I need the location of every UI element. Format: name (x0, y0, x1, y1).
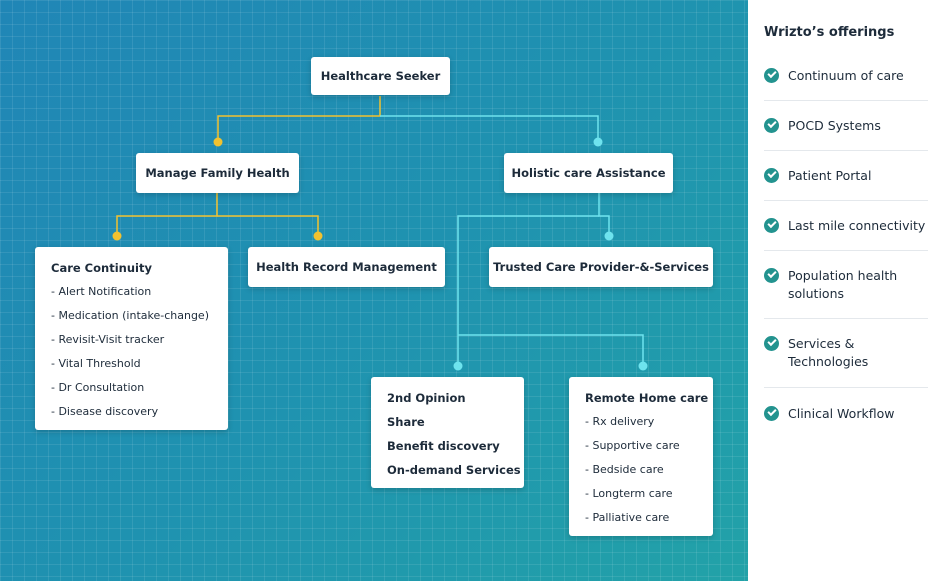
node-second-opinion: 2nd Opinion Share Benefit discovery On-d… (371, 377, 524, 488)
connector-root-to-holistic (380, 115, 599, 142)
connector-lines (112, 96, 648, 371)
offering-label: Population health solutions (788, 268, 898, 301)
list-item: - Vital Threshold (51, 357, 141, 370)
list-item: - Medication (intake-change) (51, 309, 209, 322)
check-circle-icon (764, 118, 779, 133)
offering-label: Services & Technologies (788, 336, 869, 369)
offering-label: POCD Systems (788, 118, 881, 133)
list-item: - Supportive care (585, 439, 680, 452)
offering-label: Patient Portal (788, 168, 872, 183)
check-circle-icon (764, 268, 779, 283)
connector-dot (604, 231, 614, 241)
offerings-sidebar: Wrizto’s offerings Continuum of care POC… (748, 0, 944, 581)
list-item: - Palliative care (585, 511, 670, 524)
node-health-record-management: Health Record Management (248, 247, 445, 287)
connector-holistic-to-lower (457, 215, 599, 366)
offering-population-health: Population health solutions (764, 267, 928, 319)
offering-services-technologies: Services & Technologies (764, 335, 928, 388)
list-item: - Alert Notification (51, 285, 152, 298)
node-title: Remote Home care (585, 391, 709, 405)
connector-root-to-family (217, 96, 381, 142)
left-connectors (116, 96, 381, 236)
offering-label: Continuum of care (788, 68, 904, 83)
right-connectors (380, 115, 644, 366)
connector-family-split (116, 193, 218, 236)
connector-family-to-record (217, 215, 319, 236)
node-manage-family-health: Manage Family Health (136, 153, 299, 193)
offering-label: Clinical Workflow (788, 406, 895, 421)
list-item: - Revisit-Visit tracker (51, 333, 165, 346)
right-connector-dots (453, 137, 648, 371)
connector-dot (213, 137, 223, 147)
offering-continuum-of-care: Continuum of care (764, 67, 928, 101)
list-item: - Dr Consultation (51, 381, 145, 394)
offering-pocd-systems: POCD Systems (764, 117, 928, 151)
connector-holistic-to-trusted (598, 193, 610, 236)
list-item: On-demand Services (387, 463, 521, 477)
list-item: Share (387, 415, 425, 429)
check-circle-icon (764, 68, 779, 83)
list-item: - Longterm care (585, 487, 673, 500)
check-circle-icon (764, 336, 779, 351)
list-item: - Rx delivery (585, 415, 655, 428)
check-circle-icon (764, 218, 779, 233)
node-trusted-care-provider: Trusted Care Provider-&-Services (489, 247, 713, 287)
connector-lower-to-remote (458, 334, 644, 366)
list-item: 2nd Opinion (387, 391, 466, 405)
connector-dot (112, 231, 122, 241)
node-healthcare-seeker: Healthcare Seeker (311, 57, 450, 95)
offering-patient-portal: Patient Portal (764, 167, 928, 201)
offering-label: Last mile connectivity (788, 218, 926, 233)
list-item: - Disease discovery (51, 405, 159, 418)
diagram-canvas: Healthcare Seeker Manage Family Health H… (0, 0, 748, 581)
connector-dot (453, 361, 463, 371)
node-holistic-care-assistance: Holistic care Assistance (504, 153, 673, 193)
node-title: Care Continuity (51, 261, 152, 275)
node-care-continuity: Care Continuity - Alert Notification - M… (35, 247, 228, 430)
check-circle-icon (764, 406, 779, 421)
offering-last-mile-connectivity: Last mile connectivity (764, 217, 928, 251)
left-connector-dots (112, 137, 323, 241)
list-item: - Bedside care (585, 463, 664, 476)
offering-clinical-workflow: Clinical Workflow (764, 405, 928, 435)
connector-dot (593, 137, 603, 147)
connector-dot (313, 231, 323, 241)
connector-dot (638, 361, 648, 371)
node-remote-home-care: Remote Home care - Rx delivery - Support… (569, 377, 713, 536)
sidebar-title: Wrizto’s offerings (764, 25, 895, 40)
check-circle-icon (764, 168, 779, 183)
list-item: Benefit discovery (387, 439, 500, 453)
